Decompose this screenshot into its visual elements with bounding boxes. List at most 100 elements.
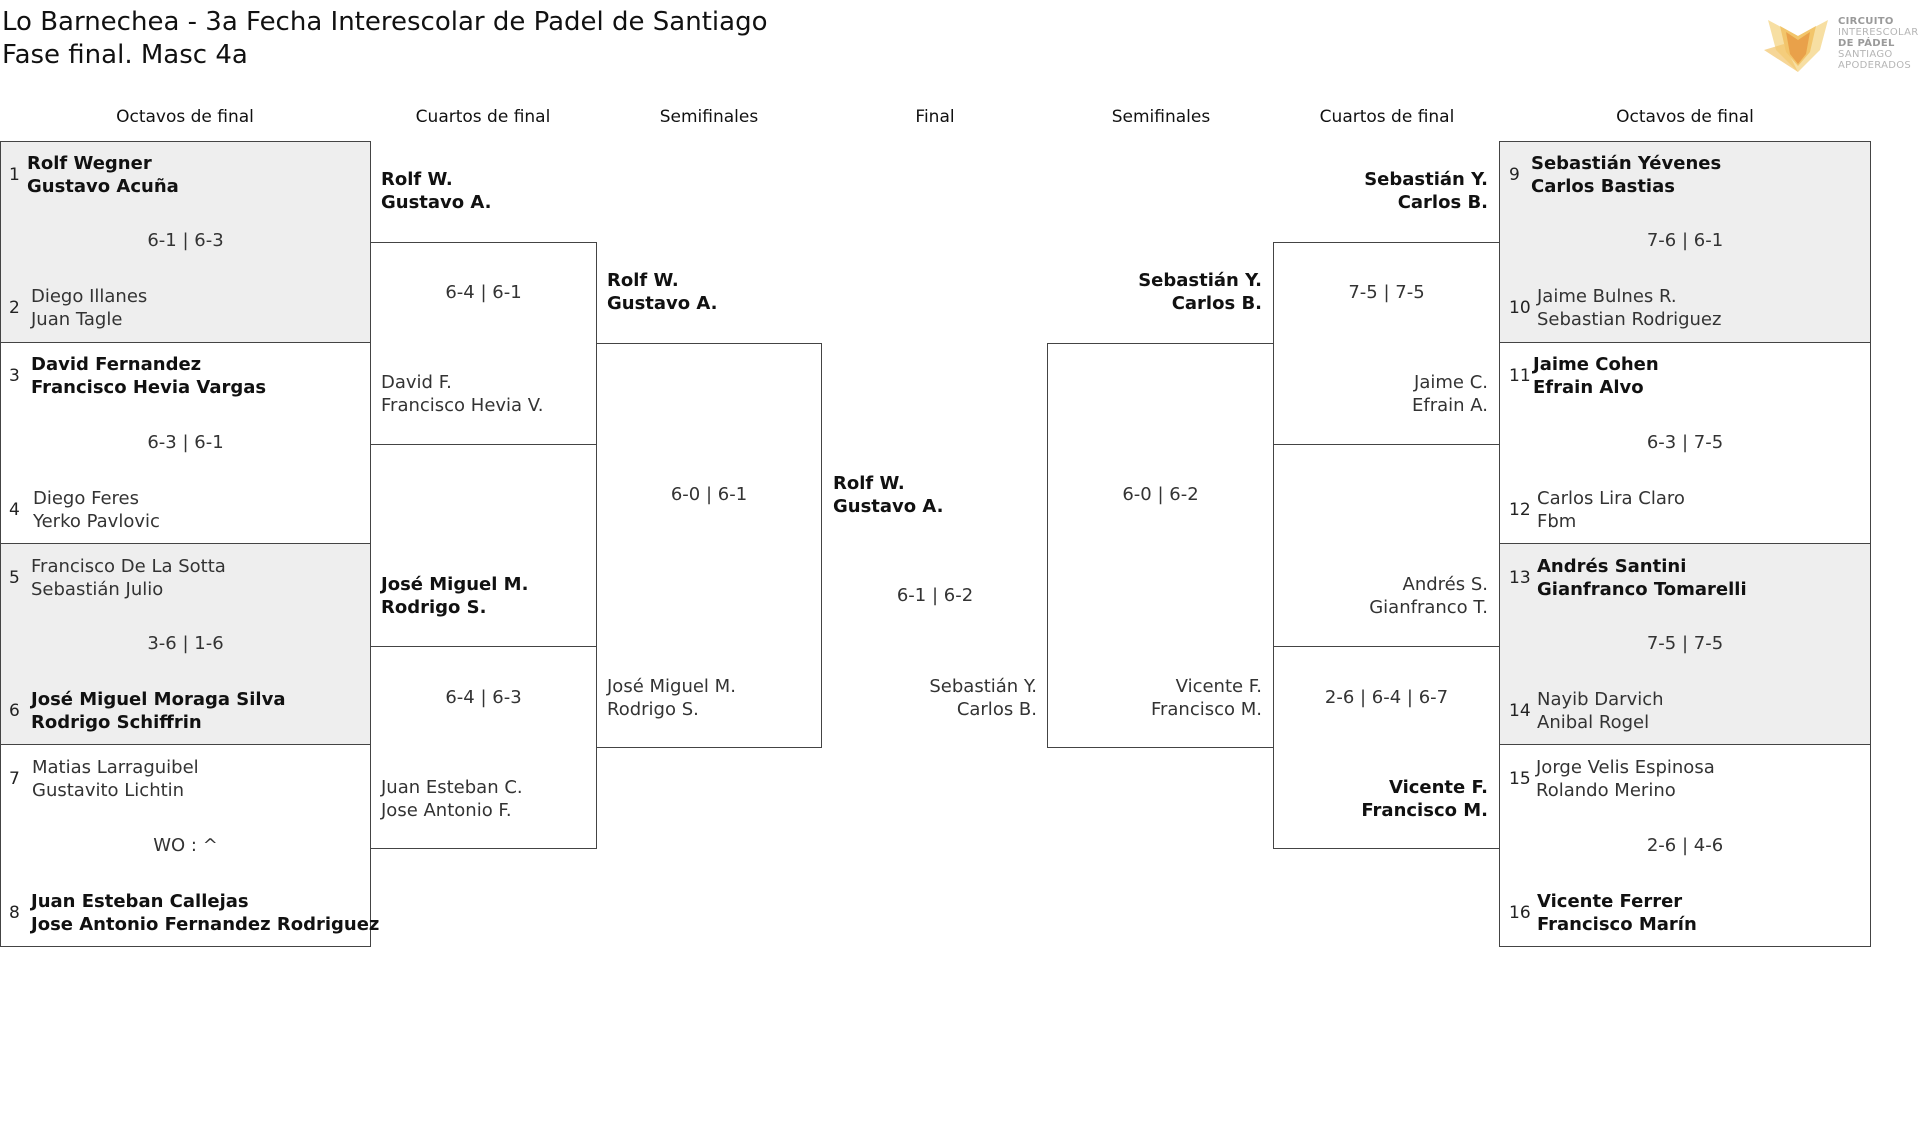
round-header-right-qf: Cuartos de final xyxy=(1319,107,1455,127)
player-name: Gianfranco T. xyxy=(1369,597,1488,618)
team-entry: David Fernandez Francisco Hevia Vargas xyxy=(31,353,266,399)
seed-number: 15 xyxy=(1509,769,1531,789)
player-name: José Miguel M. xyxy=(607,676,736,697)
team-entry: Jorge Velis Espinosa Rolando Merino xyxy=(1536,756,1715,802)
logo-line: DE PÁDEL xyxy=(1838,38,1895,49)
team-entry: Diego Feres Yerko Pavlovic xyxy=(33,487,160,533)
seed-number: 3 xyxy=(9,366,20,386)
player-name: Sebastián Y. xyxy=(1364,169,1488,190)
player-name: Gustavito Lichtin xyxy=(32,780,185,801)
player-name: Rodrigo S. xyxy=(607,699,699,720)
player-name: Francisco M. xyxy=(1150,699,1262,720)
team-entry: Rolf W. Gustavo A. xyxy=(607,269,718,315)
team-entry: Jaime C. Efrain A. xyxy=(1412,371,1488,417)
fox-shield-icon xyxy=(1764,20,1828,72)
page-title-block: Lo Barnechea - 3a Fecha Interescolar de … xyxy=(2,6,767,72)
player-name: Gustavo A. xyxy=(607,293,718,314)
round-header-left-r16: Octavos de final xyxy=(116,107,254,127)
player-name: Andrés Santini xyxy=(1537,556,1687,577)
player-name: Anibal Rogel xyxy=(1537,712,1650,733)
player-name: Rolando Merino xyxy=(1536,780,1676,801)
logo-line: APODERADOS xyxy=(1838,60,1912,71)
player-name: Jaime Bulnes R. xyxy=(1537,286,1677,307)
player-name: Juan Esteban C. xyxy=(381,777,523,798)
match-box-right-r16-4 xyxy=(1499,744,1871,947)
seed-number: 1 xyxy=(9,165,20,185)
match-score: 6-4 | 6-1 xyxy=(445,282,522,303)
player-name: Jose Antonio Fernandez Rodriguez xyxy=(31,914,380,935)
round-header-right-r16: Octavos de final xyxy=(1616,107,1754,127)
player-name: Carlos B. xyxy=(1397,192,1488,213)
team-entry: Rolf W. Gustavo A. xyxy=(381,168,492,214)
team-entry: Jaime Bulnes R. Sebastian Rodriguez xyxy=(1537,285,1721,331)
seed-number: 5 xyxy=(9,568,20,588)
match-score: 7-5 | 7-5 xyxy=(1348,282,1425,303)
match-score: 6-1 | 6-3 xyxy=(147,230,224,251)
player-name: Sebastián Y. xyxy=(1138,270,1262,291)
team-entry: Francisco De La Sotta Sebastián Julio xyxy=(31,555,226,601)
seed-number: 6 xyxy=(9,701,20,721)
logo-text: CIRCUITO INTERESCOLAR DE PÁDEL SANTIAGO … xyxy=(1838,16,1919,71)
player-name: José Miguel M. xyxy=(381,574,529,595)
match-score: 6-3 | 7-5 xyxy=(1646,432,1724,453)
match-score: 6-1 | 6-2 xyxy=(896,585,974,606)
player-name: Jaime C. xyxy=(1414,372,1488,393)
seed-number: 13 xyxy=(1509,568,1531,588)
player-name: Matias Larraguibel xyxy=(32,757,199,778)
logo-line: SANTIAGO xyxy=(1838,49,1893,60)
seed-number: 14 xyxy=(1509,701,1531,721)
player-name: Vicente Ferrer xyxy=(1537,891,1683,912)
player-name: Sebastián Julio xyxy=(31,579,164,600)
player-name: Gianfranco Tomarelli xyxy=(1537,579,1747,600)
player-name: Jose Antonio F. xyxy=(381,800,512,821)
match-box-left-r16-1 xyxy=(0,141,371,343)
team-entry: Sebastián Y. Carlos B. xyxy=(1138,269,1262,315)
seed-number: 12 xyxy=(1509,500,1531,520)
match-box-right-r16-3 xyxy=(1499,543,1871,745)
team-entry: Diego Illanes Juan Tagle xyxy=(31,285,147,331)
player-name: Carlos B. xyxy=(1171,293,1262,314)
player-name: Francisco Hevia V. xyxy=(381,395,544,416)
player-name: David Fernandez xyxy=(31,354,202,375)
team-entry: Jaime Cohen Efrain Alvo xyxy=(1533,353,1659,399)
team-entry: Sebastián Y. Carlos B. xyxy=(1364,168,1488,214)
logo-line: CIRCUITO xyxy=(1838,16,1894,27)
player-name: Sebastián Y. xyxy=(929,676,1037,697)
team-entry: Vicente F. Francisco M. xyxy=(1151,675,1262,721)
player-name: Jaime Cohen xyxy=(1533,354,1659,375)
player-name: Carlos Bastias xyxy=(1531,176,1675,197)
team-entry: Vicente Ferrer Francisco Marín xyxy=(1537,890,1697,936)
player-name: Rolf Wegner xyxy=(27,153,152,174)
player-name: Diego Illanes xyxy=(31,286,148,307)
player-name: Efrain Alvo xyxy=(1533,377,1644,398)
player-name: Carlos B. xyxy=(956,699,1037,720)
seed-number: 10 xyxy=(1509,298,1531,318)
page-subtitle: Fase final. Masc 4a xyxy=(2,40,248,70)
team-entry: Matias Larraguibel Gustavito Lichtin xyxy=(32,756,199,802)
match-score: 6-4 | 6-3 xyxy=(445,687,522,708)
player-name: Rodrigo S. xyxy=(381,597,487,618)
match-score: 6-0 | 6-2 xyxy=(1122,484,1199,505)
match-box-left-sf xyxy=(596,343,822,748)
team-entry: Sebastián Yévenes Carlos Bastias xyxy=(1531,152,1721,198)
team-entry: Rolf W. Gustavo A. xyxy=(833,472,944,518)
player-name: David F. xyxy=(381,372,452,393)
match-score: 6-3 | 6-1 xyxy=(147,432,224,453)
player-name: Jorge Velis Espinosa xyxy=(1536,757,1715,778)
player-name: Francisco Marín xyxy=(1537,914,1697,935)
player-name: Juan Tagle xyxy=(31,309,123,330)
match-score: WO : ^ xyxy=(153,835,218,856)
match-score: 2-6 | 6-4 | 6-7 xyxy=(1324,687,1449,708)
logo-line: INTERESCOLAR xyxy=(1838,27,1919,38)
seed-number: 11 xyxy=(1509,366,1531,386)
player-name: Rolf W. xyxy=(607,270,679,291)
team-entry: Nayib Darvich Anibal Rogel xyxy=(1537,688,1664,734)
player-name: Rolf W. xyxy=(381,169,453,190)
player-name: Francisco De La Sotta xyxy=(31,556,226,577)
team-entry: Vicente F. Francisco M. xyxy=(1361,776,1488,822)
player-name: Gustavo A. xyxy=(833,496,944,517)
match-score: 7-5 | 7-5 xyxy=(1646,633,1724,654)
player-name: Sebastian Rodriguez xyxy=(1537,309,1722,330)
player-name: Yerko Pavlovic xyxy=(33,511,160,532)
seed-number: 2 xyxy=(9,298,20,318)
